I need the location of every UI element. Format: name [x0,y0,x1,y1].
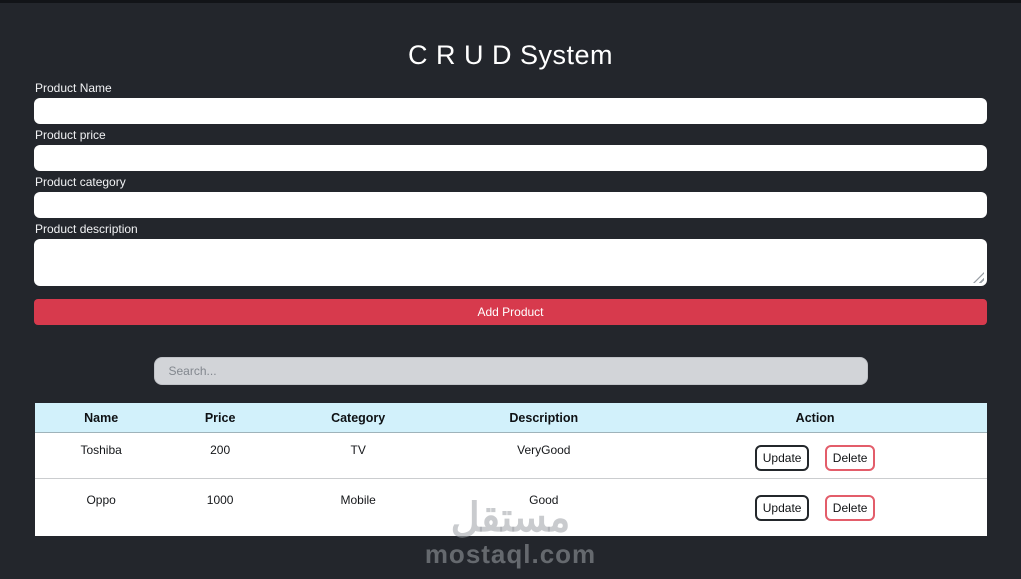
page-title: C R U D System [407,40,614,70]
watermark-site-text: mostaql.com [424,539,597,569]
search-input[interactable] [153,357,868,385]
table-row: Oppo 1000 Mobile Good Update Delete [34,478,987,536]
product-category-input[interactable] [34,192,987,218]
column-header-name: Name [34,403,168,433]
cell-price: 1000 [167,478,273,536]
cell-name: Toshiba [80,443,122,457]
product-price-input[interactable] [34,145,987,171]
column-header-price: Price [167,403,273,433]
cell-description: Good [443,478,644,536]
products-table-head: Name Price Category Description Action [34,403,987,433]
search-row [0,357,1021,385]
products-table: Name Price Category Description Action T… [34,403,987,536]
delete-button[interactable]: Delete [824,445,876,471]
cell-description: VeryGood [517,443,571,457]
resize-grip-icon[interactable] [973,272,984,283]
cell-name: Oppo [34,478,168,536]
cell-actions: Update Delete [644,433,987,479]
column-header-category: Category [272,403,444,433]
delete-button[interactable]: Delete [824,495,876,521]
top-border-strip [0,0,1021,3]
product-price-label: Product price [35,128,106,142]
cell-category: TV [350,443,366,457]
column-header-action: Action [643,403,987,433]
product-form: Product Name Product price Product categ… [0,81,1021,325]
update-button[interactable]: Update [754,445,810,471]
product-name-label: Product Name [35,81,112,95]
product-description-textarea[interactable] [34,239,987,286]
update-button[interactable]: Update [754,495,810,521]
product-description-label: Product description [35,222,138,236]
products-table-body: Toshiba 200 TV VeryGood Update Delete Op… [34,433,987,536]
cell-category: Mobile [272,478,444,536]
column-header-description: Description [443,403,644,433]
header-row: Name Price Category Description Action [34,403,987,433]
product-description-wrap [34,239,987,286]
product-category-label: Product category [35,175,126,189]
cell-actions: Update Delete [643,478,987,536]
table-row: Toshiba 200 TV VeryGood Update Delete [35,433,987,479]
product-name-input[interactable] [34,98,987,124]
cell-price: 200 [210,443,231,457]
add-product-button[interactable]: Add Product [34,299,987,325]
